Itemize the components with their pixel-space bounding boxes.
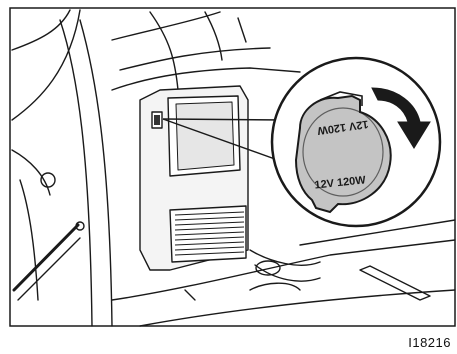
figure-id-label: I18216: [408, 335, 451, 350]
vehicle-interior-drawing: [12, 10, 300, 326]
